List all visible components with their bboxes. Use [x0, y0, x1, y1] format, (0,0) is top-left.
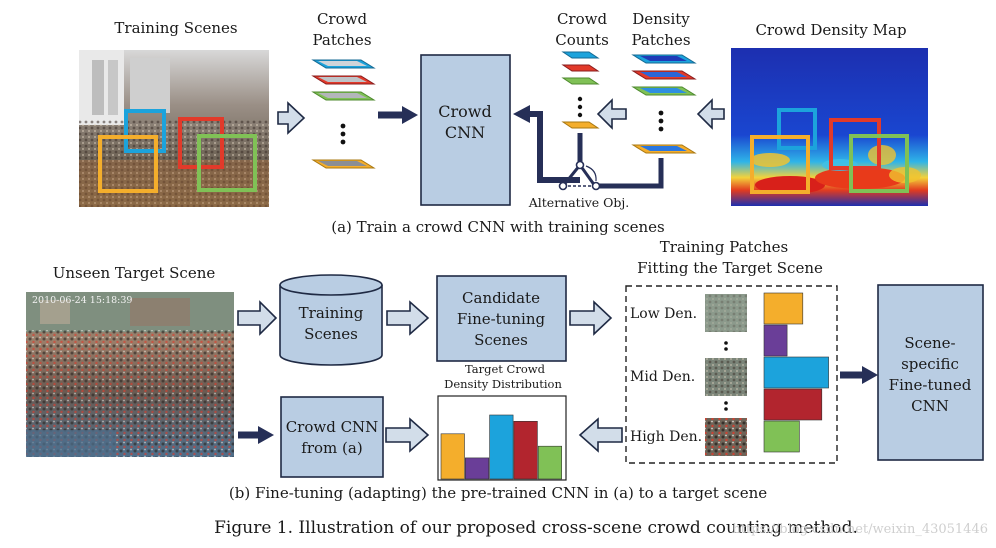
crowd-cnn-label-2: CNN: [445, 123, 485, 142]
objective-branch-right: [578, 164, 597, 187]
arrow-objective-to-cnn: [524, 111, 580, 183]
training-scenes-cylinder: [279, 274, 383, 366]
crowd-counts-label-2: Counts: [555, 31, 609, 49]
arrow-patches-to-cnn-head: [402, 106, 418, 124]
density-bar-1: [440, 433, 465, 480]
histogram-bar-5: [763, 420, 800, 453]
scene-specific-cnn-box: [877, 284, 984, 461]
figure-caption: Figure 1. Illustration of our proposed c…: [214, 518, 858, 538]
density-bar-4: [513, 420, 538, 480]
objective-node-left: [558, 181, 568, 191]
objective-branch-left: [561, 164, 582, 187]
alternative-obj-label: Alternative Obj.: [528, 195, 629, 210]
training-patches-label-2: Fitting the Target Scene: [637, 259, 823, 277]
density-patches-stack: [631, 54, 697, 154]
objective-node-right: [591, 181, 601, 191]
histogram-bar-4: [763, 388, 823, 421]
density-bar-5: [537, 445, 563, 480]
training-patches-label-1: Training Patches: [660, 238, 788, 256]
mid-den-label: Mid Den.: [630, 369, 695, 385]
crowd-counts-label-1: Crowd: [557, 10, 608, 28]
training-patches-histogram: [763, 292, 829, 453]
histogram-bar-2: [763, 324, 788, 357]
arrow-map-to-density: [696, 98, 725, 130]
crowd-cnn-box: [420, 54, 511, 206]
arrow-training-to-candidate: [386, 300, 430, 336]
density-map-label: Crowd Density Map: [755, 21, 906, 39]
caption-b: (b) Fine-tuning (adapting) the pre-train…: [229, 484, 767, 502]
high-den-label: High Den.: [630, 429, 702, 445]
scene-patch-orange: [98, 135, 158, 193]
scene-specific-label-1: Scene-: [904, 334, 955, 352]
connector-density-to-objective: [597, 158, 664, 189]
density-patches-label-2: Patches: [631, 31, 690, 49]
caption-a: (a) Train a crowd CNN with training scen…: [331, 218, 665, 236]
scene-specific-label-3: Fine-tuned: [889, 376, 972, 394]
low-den-label: Low Den.: [630, 306, 697, 322]
candidate-label-1: Candidate: [462, 289, 540, 307]
unseen-target-label: Unseen Target Scene: [53, 264, 216, 282]
candidate-label-3: Scenes: [474, 331, 528, 349]
arrow-scene-to-patches: [277, 101, 306, 135]
density-bar-3: [489, 414, 514, 480]
training-patches-panel: [625, 285, 838, 464]
crowd-cnn-from-a-box: [280, 396, 384, 478]
density-patches-label-1: Density: [632, 10, 690, 28]
histogram-bar-3: [763, 356, 829, 389]
crowd-patches-label-2: Patches: [312, 31, 371, 49]
crowd-cnn-label-1: Crowd: [438, 102, 491, 121]
crowd-patches-label-1: Crowd: [317, 10, 368, 28]
map-patch-orange: [750, 135, 810, 194]
map-patch-red: [829, 118, 881, 170]
arrow-patches-to-finetuned-head: [862, 366, 878, 384]
training-scenes-cyl-label-2: Scenes: [304, 325, 358, 343]
timestamp-overlay: 2010-06-24 15:18:39: [32, 295, 132, 306]
training-scenes-label: Training Scenes: [114, 19, 237, 37]
arrow-target-to-training: [237, 300, 278, 336]
training-scenes-cyl-label-1: Training: [299, 304, 364, 322]
candidate-label-2: Fine-tuning: [457, 310, 546, 328]
unseen-target-photo: [26, 292, 234, 457]
target-density-chart: [440, 414, 563, 480]
histogram-bar-1: [763, 292, 804, 325]
high-density-thumb: [705, 418, 747, 456]
scene-patch-green: [197, 134, 257, 192]
map-patch-blue: [777, 108, 817, 150]
objective-curve: [585, 165, 597, 182]
training-scene-photo: [79, 50, 269, 207]
crowd-counts-stack: [561, 51, 600, 129]
arrow-objective-to-cnn-head: [513, 105, 530, 123]
arrow-density-to-counts: [596, 98, 627, 130]
candidate-box: [436, 275, 567, 362]
arrow-patches-to-distribution: [578, 417, 623, 453]
scene-specific-label-2: specific: [901, 355, 959, 373]
density-bar-2: [464, 457, 490, 480]
arrow-target-to-cnn-head: [258, 426, 274, 444]
arrow-cnn-to-distribution: [385, 417, 430, 453]
watermark-text: https://blog.csdn.net/weixin_43051446: [732, 522, 988, 537]
low-density-dots: [724, 341, 728, 351]
mid-density-thumb: [705, 358, 747, 396]
crowd-cnn-from-label-1: Crowd CNN: [286, 418, 379, 436]
map-patch-green: [849, 134, 909, 193]
crowd-cnn-from-label-2: from (a): [301, 439, 362, 457]
scene-patch-blue: [124, 109, 166, 153]
low-density-thumb: [705, 294, 747, 332]
target-density-label-2: Density Distribution: [444, 377, 562, 391]
mid-density-dots: [724, 401, 728, 411]
target-density-label-1: Target Crowd: [465, 362, 546, 376]
scene-specific-label-4: CNN: [911, 397, 949, 415]
crowd-patches-stack: [311, 59, 376, 169]
objective-node-top: [575, 160, 585, 170]
arrow-candidate-to-patches: [569, 300, 613, 336]
